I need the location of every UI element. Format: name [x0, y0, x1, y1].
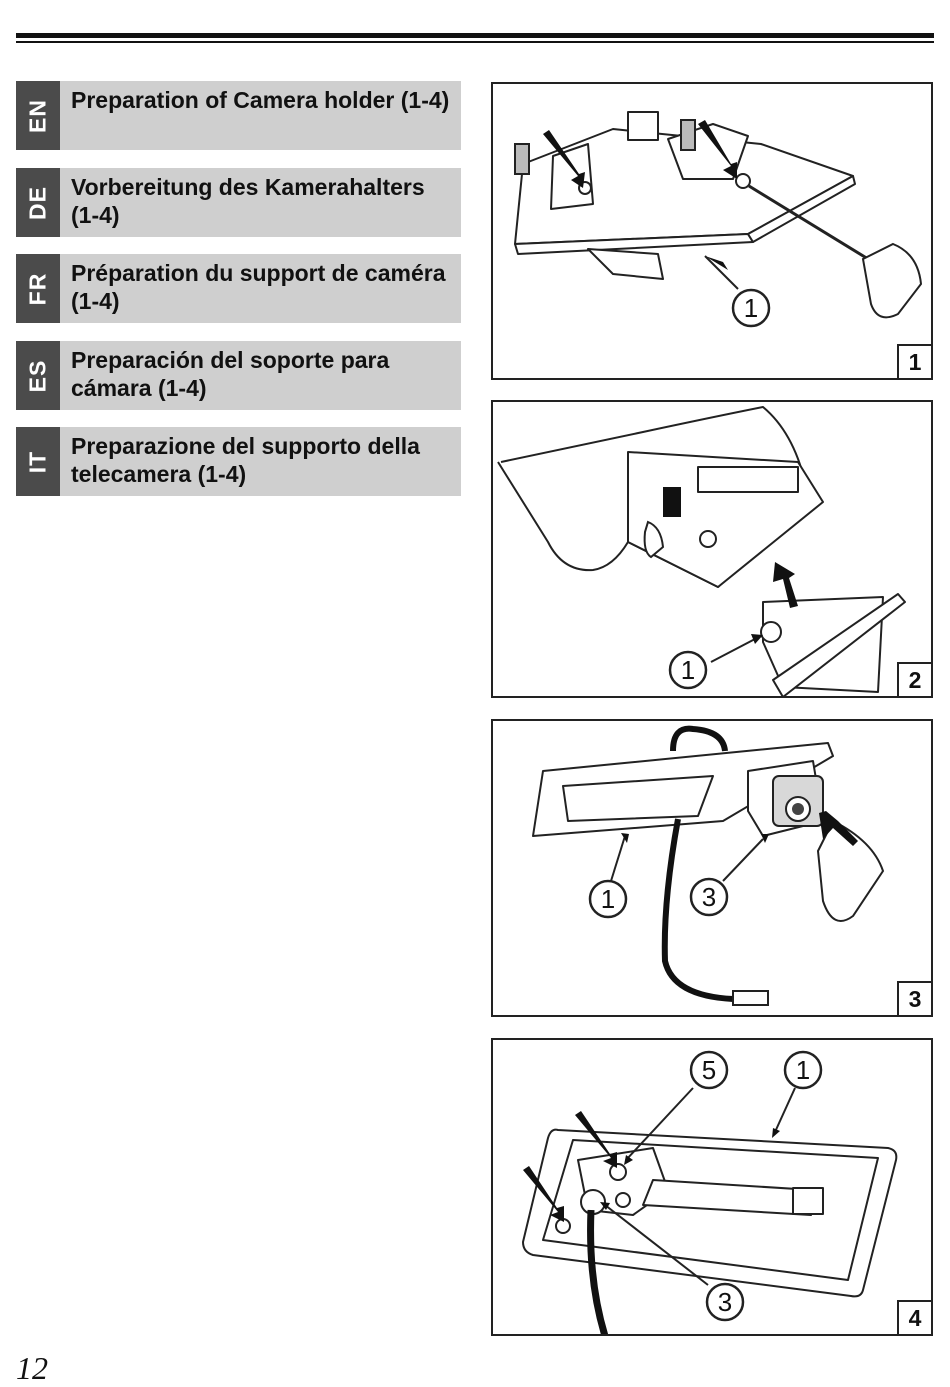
- figure-4-number: 4: [897, 1300, 931, 1334]
- page-number: 12: [16, 1350, 48, 1386]
- section-fr: FR Préparation du support de caméra (1-4…: [16, 254, 461, 323]
- figure-2-number: 2: [897, 662, 931, 696]
- figure-2-illustration: 1: [497, 406, 906, 696]
- figure-3-callout-3: 3: [702, 882, 716, 912]
- section-de: DE Vorbereitung des Kamerahalters (1-4): [16, 168, 461, 237]
- section-title-de: Vorbereitung des Kamerahalters (1-4): [71, 174, 425, 228]
- header-rule-thin: [16, 41, 934, 43]
- language-tag-fr: FR: [16, 254, 60, 323]
- section-title-it: Preparazione del supporto della telecame…: [71, 433, 420, 487]
- language-tag-en: EN: [16, 81, 60, 150]
- section-title-en: Preparation of Camera holder (1-4): [71, 87, 450, 113]
- figure-1-callout-1: 1: [744, 293, 758, 323]
- section-it: IT Preparazione del supporto della telec…: [16, 427, 461, 496]
- figure-2-callout-1-circle: [668, 650, 708, 690]
- figure-4-callout-3-circle: [705, 1282, 745, 1322]
- language-tag-es: ES: [16, 341, 60, 410]
- figure-1-callout-1-circle: [731, 288, 771, 328]
- language-tag-de: DE: [16, 168, 60, 237]
- figure-4-callout-5: 5: [702, 1055, 716, 1085]
- figure-4-illustration: 5 1 3: [522, 1050, 898, 1334]
- figure-4-callout-5-circle: [689, 1050, 729, 1090]
- figure-4-callout-3: 3: [718, 1287, 732, 1317]
- section-en: EN Preparation of Camera holder (1-4): [16, 81, 461, 150]
- figure-1-number: 1: [897, 344, 931, 378]
- figure-2-callout-1: 1: [681, 655, 695, 685]
- figure-3-callout-3-circle: [689, 877, 729, 917]
- section-title-fr: Préparation du support de caméra (1-4): [71, 260, 446, 314]
- section-es: ES Preparación del soporte para cámara (…: [16, 341, 461, 410]
- figure-3-callout-1: 1: [601, 884, 615, 914]
- figure-3-number: 3: [897, 981, 931, 1015]
- figure-2: 1 2: [491, 400, 933, 698]
- figure-3-callout-1-circle: [588, 879, 628, 919]
- figure-3: 1 3 3: [491, 719, 933, 1017]
- section-title-es: Preparación del soporte para cámara (1-4…: [71, 347, 390, 401]
- figure-4: 5 1 3 4: [491, 1038, 933, 1336]
- figure-1: 1 1: [491, 82, 933, 380]
- figure-1-illustration: 1: [514, 111, 923, 328]
- language-tag-it: IT: [16, 427, 60, 496]
- figure-4-callout-1: 1: [796, 1055, 810, 1085]
- header-rule-thick: [16, 33, 934, 38]
- figure-4-callout-1-circle: [783, 1050, 823, 1090]
- figure-3-illustration: 1 3: [532, 725, 885, 1006]
